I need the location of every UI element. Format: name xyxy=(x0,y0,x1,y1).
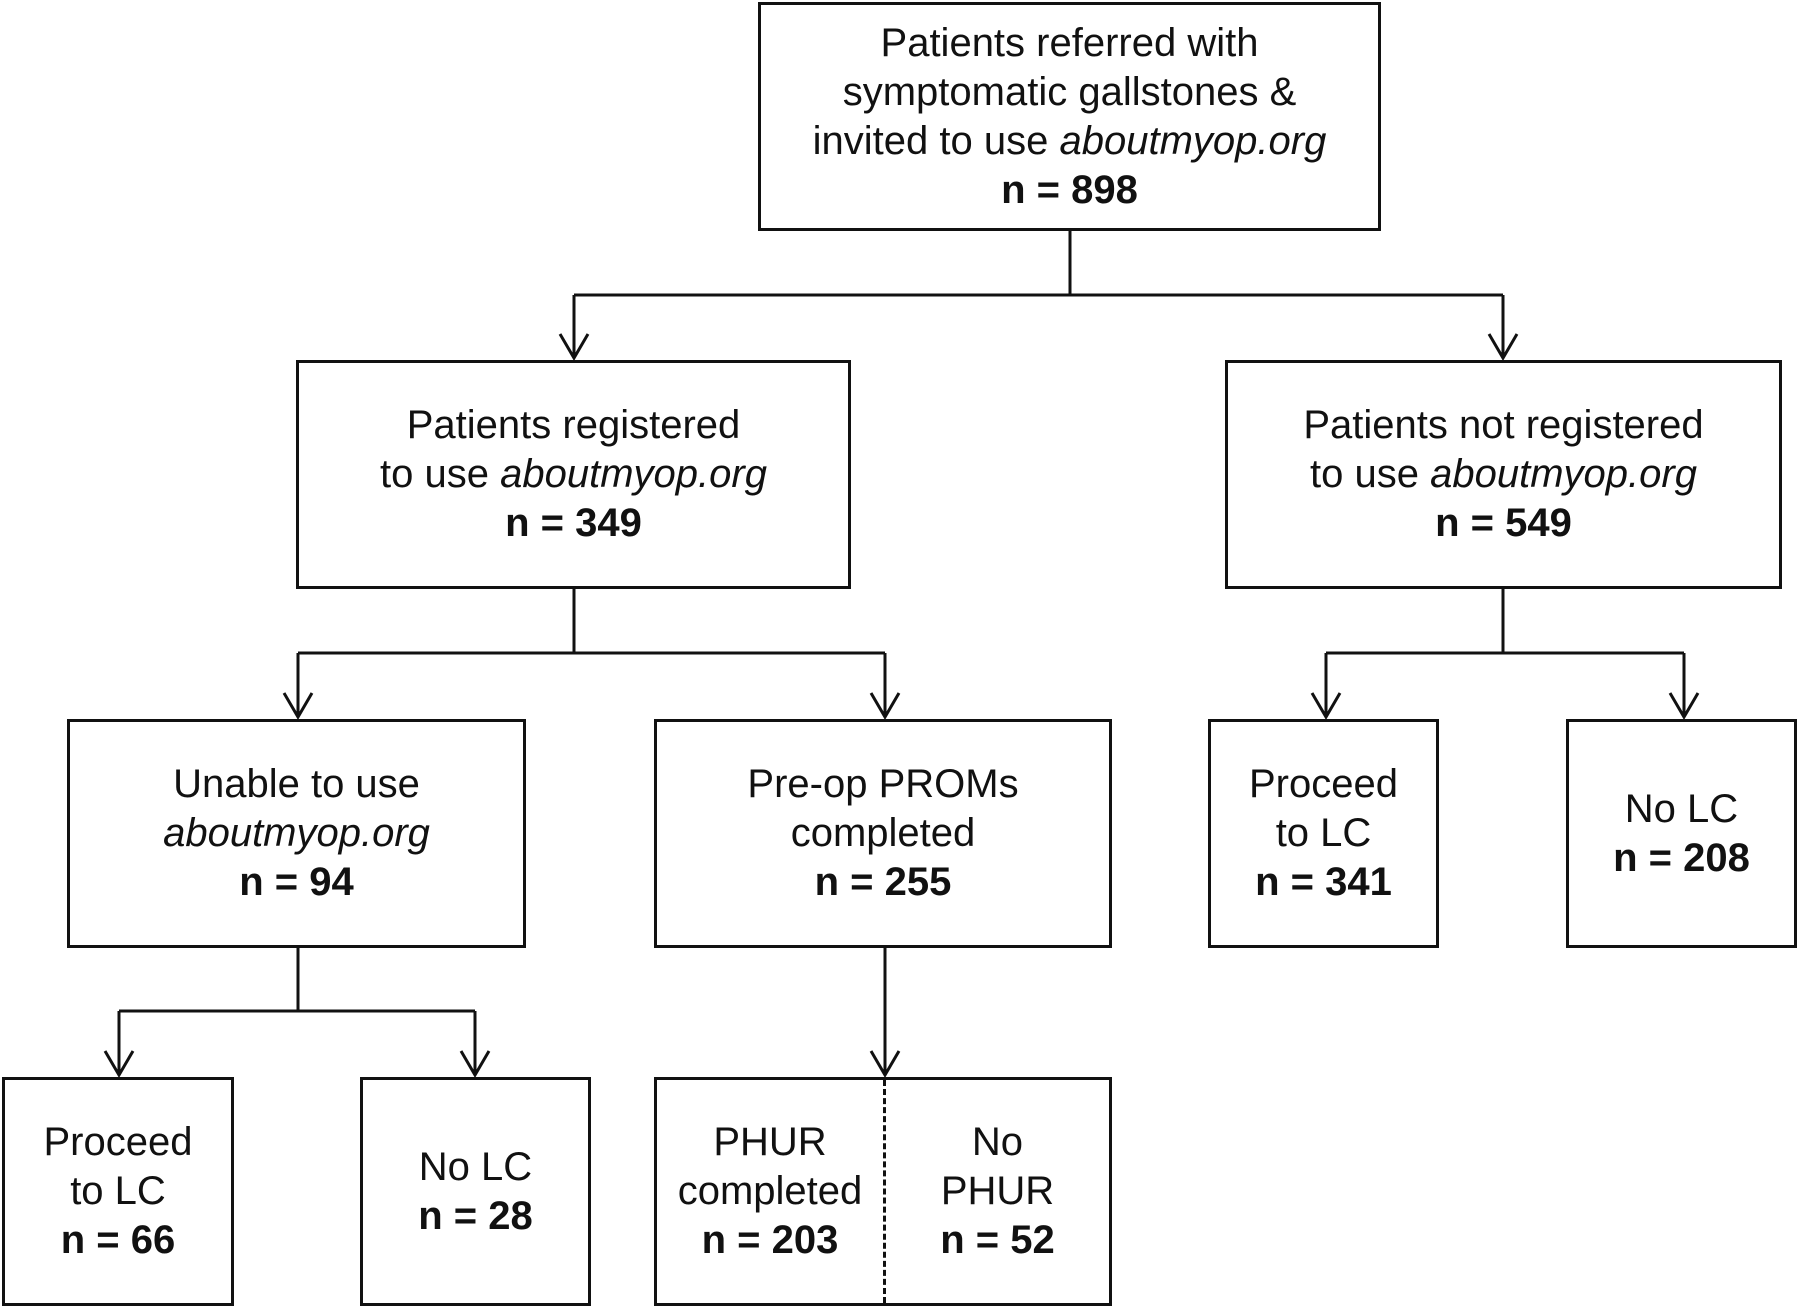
arrowhead-nr-proceed xyxy=(1310,692,1342,720)
node-nr-proceed: Proceed to LC n = 341 xyxy=(1208,719,1439,948)
node-registered-website: aboutmyop.org xyxy=(500,452,767,496)
node-registered-count: n = 349 xyxy=(505,501,642,545)
node-nr-no-lc-line-1: No LC xyxy=(1624,786,1739,831)
connector-referred-split xyxy=(572,230,1505,358)
node-unable: Unable to use aboutmyop.org n = 94 xyxy=(67,719,526,948)
node-preop-line-2: completed xyxy=(790,811,976,855)
node-referred-website: aboutmyop.org xyxy=(1059,118,1327,163)
arrowhead-unable xyxy=(282,692,314,720)
arrowhead-preop xyxy=(869,692,901,720)
arrowhead-nr-no-lc xyxy=(1668,692,1700,720)
node-no-phur-line-1: No xyxy=(971,1120,1024,1164)
node-preop-line-1: Pre-op PROMs xyxy=(747,762,1019,806)
node-nr-proceed-count: n = 341 xyxy=(1255,860,1392,904)
node-registered-line-2: to use aboutmyop.org xyxy=(380,450,767,499)
connector-unable-split xyxy=(103,947,491,1078)
node-nr-proceed-line-1: Proceed xyxy=(1249,762,1398,806)
node-un-no-lc-line-1: No LC xyxy=(418,1144,533,1189)
node-referred-count: n = 898 xyxy=(1001,167,1138,212)
node-nr-no-lc: No LC n = 208 xyxy=(1566,719,1797,948)
node-registered: Patients registered to use aboutmyop.org… xyxy=(296,360,851,589)
node-preop: Pre-op PROMs completed n = 255 xyxy=(654,719,1112,948)
node-phur-split: PHUR completed n = 203 No PHUR n = 52 xyxy=(654,1077,1112,1306)
connector-registered-split xyxy=(282,588,901,720)
node-un-proceed-count: n = 66 xyxy=(60,1218,176,1262)
node-phur-completed-line-2: completed xyxy=(677,1169,863,1213)
node-unable-count: n = 94 xyxy=(239,860,354,904)
node-un-proceed-line-1: Proceed xyxy=(43,1120,193,1164)
node-registered-line-1: Patients registered xyxy=(406,403,741,447)
node-phur-completed-count: n = 203 xyxy=(701,1218,839,1262)
node-referred-line-3: invited to use aboutmyop.org xyxy=(813,117,1327,166)
node-phur-completed: PHUR completed n = 203 xyxy=(657,1080,883,1303)
arrowhead-not-registered xyxy=(1487,333,1519,361)
node-unable-line-1: Unable to use xyxy=(173,762,420,806)
node-not-registered-line-1: Patients not registered xyxy=(1303,403,1704,447)
node-un-no-lc: No LC n = 28 xyxy=(360,1077,591,1306)
node-not-registered-website: aboutmyop.org xyxy=(1430,452,1697,496)
connector-preop-down xyxy=(869,947,901,1078)
node-nr-no-lc-count: n = 208 xyxy=(1613,835,1750,880)
node-no-phur-line-2: PHUR xyxy=(940,1169,1055,1213)
node-nr-proceed-line-2: to LC xyxy=(1275,811,1372,855)
node-not-registered-count: n = 549 xyxy=(1435,501,1572,545)
arrowhead-registered xyxy=(558,333,590,361)
node-phur-completed-line-1: PHUR xyxy=(713,1120,827,1164)
node-referred-line-1: Patients referred with xyxy=(880,20,1259,65)
arrowhead-un-proceed xyxy=(103,1050,135,1078)
node-un-proceed-line-2: to LC xyxy=(70,1169,166,1213)
arrowhead-un-no-lc xyxy=(459,1050,491,1078)
node-un-proceed: Proceed to LC n = 66 xyxy=(2,1077,234,1306)
node-referred-line-2: symptomatic gallstones & xyxy=(842,69,1297,114)
node-not-registered-line-2: to use aboutmyop.org xyxy=(1310,450,1697,499)
node-un-no-lc-count: n = 28 xyxy=(418,1193,533,1238)
arrowheads-level1 xyxy=(558,333,1519,361)
node-not-registered-line-2-text: to use xyxy=(1310,452,1431,496)
node-preop-count: n = 255 xyxy=(814,860,952,904)
node-no-phur-count: n = 52 xyxy=(940,1218,1055,1262)
node-referred-line-3-text: invited to use xyxy=(812,118,1060,163)
arrowhead-phur xyxy=(869,1050,901,1078)
node-referred: Patients referred with symptomatic galls… xyxy=(758,2,1381,231)
node-not-registered: Patients not registered to use aboutmyop… xyxy=(1225,360,1782,589)
node-no-phur: No PHUR n = 52 xyxy=(886,1080,1109,1303)
connector-not-registered-split xyxy=(1310,588,1700,720)
node-registered-line-2-text: to use xyxy=(380,452,501,496)
dashed-divider xyxy=(883,1080,886,1303)
node-unable-website: aboutmyop.org xyxy=(163,811,430,855)
